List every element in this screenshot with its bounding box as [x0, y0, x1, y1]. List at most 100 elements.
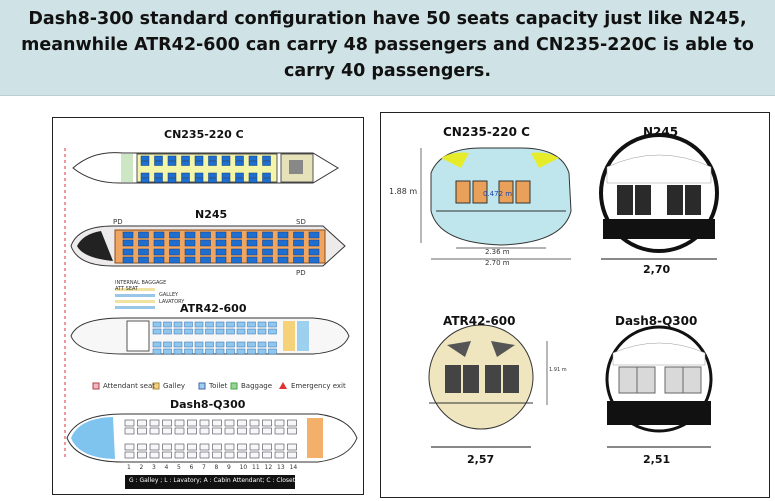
n245-seat	[215, 248, 227, 256]
cn235-seat	[221, 177, 231, 183]
n245-seat	[231, 256, 242, 264]
n245-seat	[153, 231, 165, 239]
headline-text: Dash8-300 standard configuration have 50…	[8, 6, 767, 84]
atr42-seat	[205, 328, 214, 335]
dash8-row-number: 2	[139, 464, 144, 471]
dash8-row-number: 7	[202, 464, 206, 471]
dash8-width-label: 2,51	[643, 453, 671, 466]
n245-seat	[153, 239, 165, 247]
dash8-seat	[237, 443, 247, 451]
dash8-row-number: 13	[277, 464, 285, 471]
atr42-seat	[163, 348, 172, 355]
n245-seat	[215, 239, 227, 247]
dash8-seat	[149, 419, 160, 427]
cn235-seat	[221, 155, 231, 161]
dash8-seat	[262, 443, 272, 451]
dash8-seat	[124, 419, 135, 427]
dash8-seat	[149, 451, 160, 459]
cross-section-panel: CN235-220 C N245 ATR42-600 Dash8-Q300 1.…	[380, 112, 770, 498]
n245-seat	[122, 256, 134, 264]
dash8-seat-map	[66, 413, 358, 489]
dash8-seat	[249, 443, 260, 451]
n245-bar-label-3: GALLEY	[159, 292, 179, 298]
cn235-height-label: 1.88 m	[389, 187, 418, 196]
dash8-seat	[224, 419, 235, 427]
dash8-seat	[212, 451, 222, 459]
legend-emergency: Emergency exit	[291, 382, 346, 390]
n245-seat	[262, 239, 273, 247]
cn235-seats	[140, 155, 271, 183]
atr42-seat	[226, 328, 235, 335]
dash8-seat	[162, 419, 172, 427]
cn235-seat	[154, 160, 163, 166]
atr42-seat	[184, 341, 193, 348]
n245-seat	[138, 248, 149, 256]
n245-seat	[200, 256, 211, 264]
legend-toilet: Toilet	[209, 382, 228, 390]
n245-seat	[246, 231, 258, 239]
dash8-seat	[187, 419, 197, 427]
n245-seat	[277, 231, 289, 239]
headline-line-2: meanwhile ATR42-600 can carry 48 passeng…	[21, 35, 754, 55]
dash8-seat	[287, 451, 297, 459]
dash8-seat	[187, 451, 197, 459]
n245-seat	[262, 231, 273, 239]
dash8-row-number: 12	[264, 464, 273, 471]
atr42-seat-map	[70, 317, 350, 355]
n245-seat	[231, 248, 242, 256]
dash8-seat	[137, 451, 147, 459]
n245-seat	[200, 231, 211, 239]
n245-seat	[122, 231, 134, 239]
cn235-seat	[262, 155, 271, 161]
cn235-width-label: 2.70 m	[485, 259, 510, 267]
atr42-seat	[215, 348, 225, 355]
atr42-seat	[194, 348, 204, 355]
headline-line-1: Dash8-300 standard configuration have 50…	[28, 9, 747, 29]
cn235-title: CN235-220 C	[164, 128, 244, 141]
atr42-height-label: 1.91 m	[549, 367, 567, 373]
dash8-seat	[137, 443, 147, 451]
n245-seat	[169, 231, 180, 239]
atr42-seat	[215, 321, 225, 328]
atr42-seat	[194, 321, 204, 328]
dash8-seat	[262, 419, 272, 427]
dash8-row-number: 10	[239, 464, 248, 471]
cn235-seat	[262, 177, 271, 183]
n245-seat	[262, 256, 273, 264]
seat-map-drawings	[64, 148, 358, 489]
atr42-seat	[173, 348, 183, 355]
dash8-seat	[212, 443, 222, 451]
cn235-seat	[154, 172, 163, 178]
n245-title: N245	[195, 208, 228, 221]
n245-seat	[200, 239, 211, 247]
dash8-seat	[174, 427, 185, 435]
cn235-seat	[181, 177, 190, 183]
atr42-seat	[184, 321, 193, 328]
legend-baggage: Baggage	[241, 382, 273, 390]
cn235-seat	[208, 160, 217, 166]
n245-seat	[138, 256, 149, 264]
cn235-seat	[194, 172, 204, 178]
n245-seat	[215, 256, 227, 264]
cn235-seat	[181, 155, 190, 161]
cn235-seat	[208, 155, 217, 161]
dash8-seat	[274, 451, 285, 459]
n245-seat	[169, 256, 180, 264]
atr42-seat	[247, 348, 256, 355]
cn235-seat	[194, 160, 204, 166]
cn235-seat	[181, 172, 190, 178]
n245-seat	[308, 239, 320, 247]
dash8-seat	[149, 427, 160, 435]
dash8-seat	[149, 443, 160, 451]
legend	[92, 382, 287, 390]
cn235-seat	[221, 160, 231, 166]
n245-seat	[293, 239, 304, 247]
dash8-seat	[237, 451, 247, 459]
n245-bar-label-4: LAVATORY	[159, 299, 185, 305]
n245-seat	[138, 231, 149, 239]
n245-seat	[122, 239, 134, 247]
dash8-seat	[187, 443, 197, 451]
n245-side-right-2: PD	[296, 269, 306, 277]
atr42-seat	[152, 321, 162, 328]
dash8-key: G : Galley ; L : Lavatory; A : Cabin Att…	[129, 477, 296, 484]
